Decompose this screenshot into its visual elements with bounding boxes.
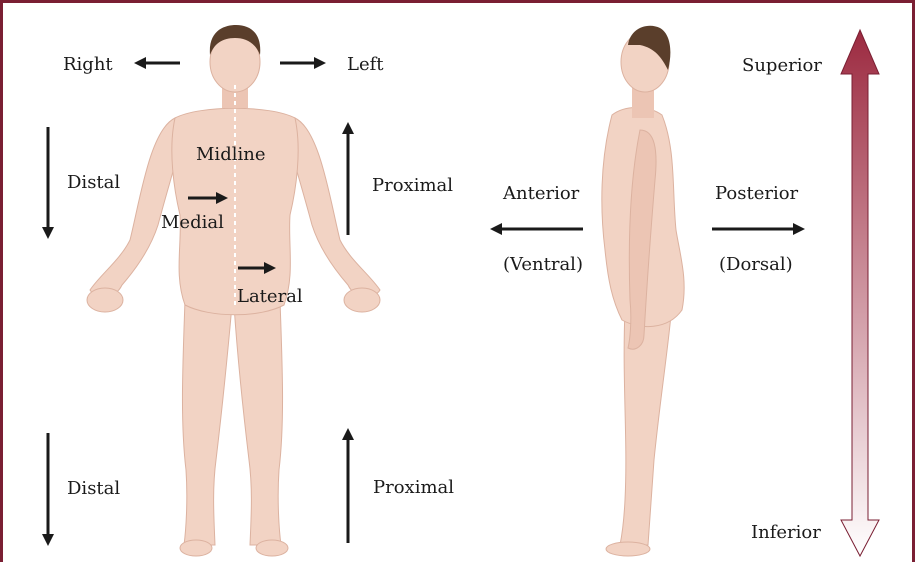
label-dorsal: (Dorsal): [719, 256, 793, 274]
label-ventral: (Ventral): [503, 256, 583, 274]
superior-inferior-arrow-icon: [841, 30, 879, 556]
label-midline: Midline: [196, 146, 265, 164]
label-anterior: Anterior: [503, 185, 579, 203]
front-figure-icon: [87, 25, 380, 556]
label-medial: Medial: [161, 214, 224, 232]
label-proximal-upper: Proximal: [372, 177, 453, 195]
label-superior: Superior: [742, 57, 822, 75]
side-figure-icon: [602, 26, 684, 556]
label-distal-upper: Distal: [67, 174, 120, 192]
label-distal-lower: Distal: [67, 480, 120, 498]
label-inferior: Inferior: [751, 524, 821, 542]
label-left: Left: [347, 56, 384, 74]
label-proximal-lower: Proximal: [373, 479, 454, 497]
label-posterior: Posterior: [715, 185, 798, 203]
label-right: Right: [63, 56, 113, 74]
label-lateral: Lateral: [237, 288, 303, 306]
